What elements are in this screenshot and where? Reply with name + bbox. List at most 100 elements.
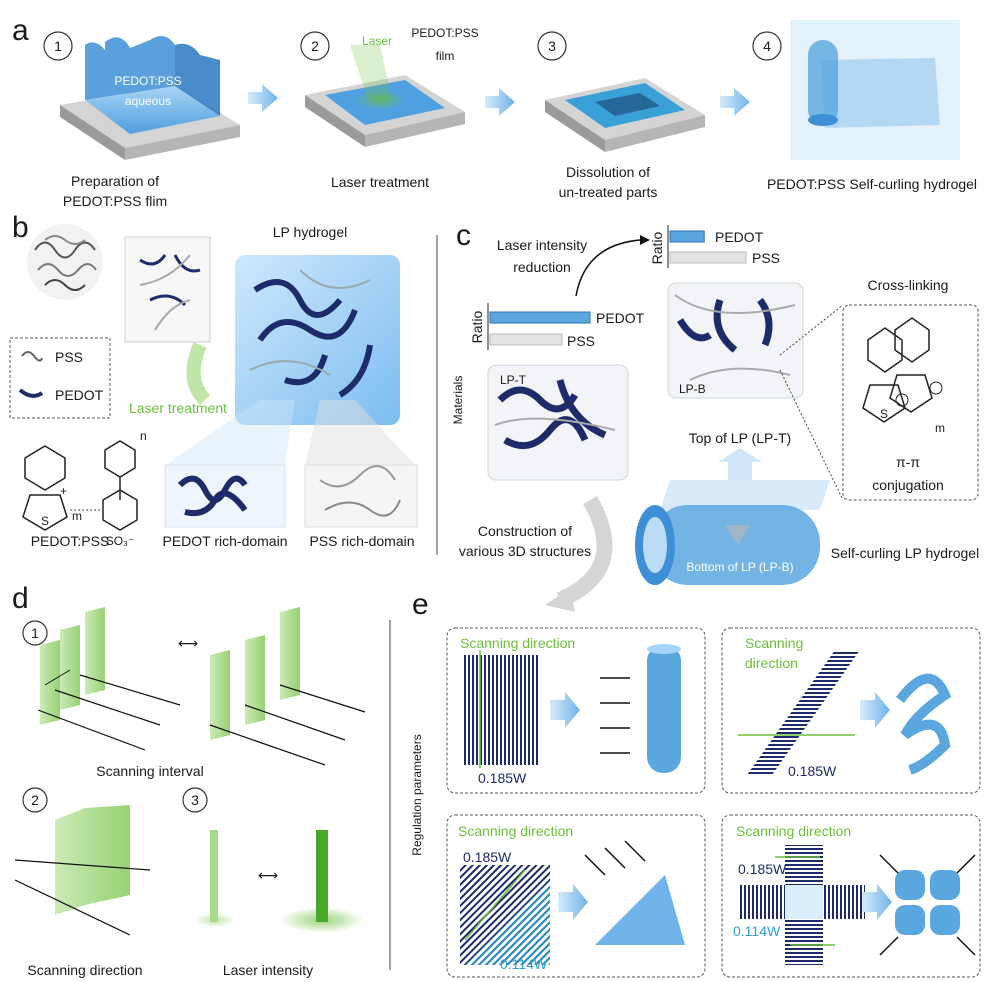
zoom-cone-left — [165, 400, 295, 465]
arrow-a-3 — [720, 88, 750, 116]
pss-rich-box — [304, 464, 418, 528]
pedotpss-s-label: S — [41, 514, 49, 528]
ratio-top-pss-label: PSS — [752, 250, 780, 266]
laser-intensity-line2: reduction — [513, 259, 571, 275]
pedotpss-plus-label: + — [60, 484, 67, 498]
e-box-3-power-hi: 0.185W — [463, 849, 512, 865]
ratio-bottom-pss-bar — [489, 333, 563, 346]
ratio-top-pedot-label: PEDOT — [715, 229, 764, 245]
intensity-beams — [195, 830, 364, 933]
materials-axis-label: Materials — [451, 376, 465, 425]
construction-line1: Construction of — [478, 523, 572, 539]
e-box-1-arrow — [550, 692, 580, 728]
e-box-4 — [721, 814, 981, 978]
e-box-3 — [446, 814, 706, 978]
top-arrow — [718, 448, 762, 480]
lp-hydrogel-title: LP hydrogel — [273, 224, 347, 240]
panel-letter-c: c — [456, 219, 471, 252]
zoom-line-1 — [779, 304, 844, 356]
direction-sheet — [14, 805, 151, 936]
d-number-2: 2 — [31, 792, 39, 808]
e-box-2-direction-line2: direction — [745, 655, 798, 671]
step-1-platform — [60, 36, 240, 160]
ratio-bottom-label: Ratio — [469, 310, 485, 343]
construction-arrowhead — [545, 588, 575, 612]
ratio-bottom-pss-label: PSS — [567, 333, 595, 349]
laser-treatment-label: Laser treatment — [129, 400, 227, 416]
step-1-badge — [43, 31, 73, 61]
step-1-inner-line2: aqueous — [125, 94, 171, 108]
step-1-caption-line2: PEDOT:PSS flim — [63, 193, 167, 209]
pedotpss-label: PEDOT:PSS — [31, 533, 110, 549]
step-4-caption: PEDOT:PSS Self-curling hydrogel — [767, 176, 977, 192]
legend-pedot-label: PEDOT — [55, 387, 104, 403]
step-4-badge — [752, 31, 782, 61]
interval-sheets-left — [37, 607, 181, 751]
e-box-1 — [446, 627, 706, 794]
step-2-platform — [305, 45, 465, 147]
cross-linking-s-label: S — [880, 407, 888, 421]
construction-arrow — [556, 496, 613, 608]
e-box-1-force-arrows — [600, 677, 630, 754]
zoom-chains-box — [124, 236, 211, 343]
e-box-2-arrow — [860, 692, 890, 728]
legend-pss-label: PSS — [55, 349, 83, 365]
panel-letter-d: d — [12, 582, 29, 615]
interval-sheets-right — [209, 607, 366, 766]
regulation-params-label: Regulation parameters — [410, 734, 424, 855]
step-3-number: 3 — [548, 38, 556, 54]
step-4-number: 4 — [763, 38, 771, 54]
e-box-3-fold — [595, 875, 685, 945]
pedotpss-structure — [22, 440, 138, 531]
step-3-platform — [545, 78, 705, 152]
d-badge-3 — [182, 787, 208, 813]
self-curling-label: Self-curling LP hydrogel — [831, 545, 979, 561]
scanning-interval-label: Scanning interval — [96, 763, 203, 779]
bottom-lp-label: Bottom of LP (LP-B) — [686, 560, 793, 574]
lpb-box — [667, 282, 804, 399]
e-box-2-pattern — [747, 650, 860, 775]
legend-box — [9, 337, 111, 419]
step-2-film-line1: PEDOT:PSS — [411, 26, 478, 40]
cross-linking-label: Cross-linking — [868, 277, 949, 293]
e-box-4-power-lo: 0.114W — [733, 923, 781, 939]
d-number-1: 1 — [31, 625, 39, 641]
cross-linking-structure — [862, 317, 943, 423]
lp-hydrogel-cube — [235, 255, 400, 425]
panel-letter-b: b — [12, 211, 29, 244]
lpt-box — [487, 364, 629, 481]
d-number-3: 3 — [191, 792, 199, 808]
d-badge-2 — [22, 787, 48, 813]
step-1-number: 1 — [54, 38, 62, 54]
step-2-number: 2 — [311, 38, 319, 54]
reduction-arrow — [575, 239, 641, 297]
reduction-arrowhead — [640, 235, 650, 245]
e-box-3-direction: Scanning direction — [458, 823, 573, 839]
e-box-1-power: 0.185W — [478, 770, 527, 786]
e-box-2-direction-line1: Scanning — [745, 635, 803, 651]
e-box-1-tube — [647, 644, 681, 773]
scanning-direction-label: Scanning direction — [27, 962, 142, 978]
e-box-1-pattern — [462, 655, 540, 765]
zoom-cone-right — [305, 400, 415, 465]
self-curling-cylinder — [635, 480, 830, 585]
pi-label-line1: π-π — [896, 454, 920, 470]
intensity-double-arrow: ⟷ — [258, 867, 278, 883]
laser-intensity-label: Laser intensity — [223, 962, 313, 978]
step-1-caption-line1: Preparation of — [71, 173, 159, 189]
pedotpss-so3-label: SO₃⁻ — [106, 534, 135, 548]
ratio-top-pss-bar — [669, 251, 747, 264]
ratio-bottom-pedot-bar — [489, 311, 591, 324]
pss-rich-label: PSS rich-domain — [309, 533, 414, 549]
interval-double-arrow: ⟷ — [178, 635, 198, 651]
legend-pss-icon — [21, 351, 43, 362]
lpt-label: LP-T — [500, 373, 527, 387]
e-box-3-power-lo: 0.114W — [500, 956, 548, 972]
step-4-image — [790, 20, 960, 160]
pss-pedot-mesh — [27, 224, 103, 300]
construction-line2: various 3D structures — [459, 543, 591, 559]
pedotpss-m-label: m — [72, 509, 82, 523]
ratio-bottom-pedot-label: PEDOT — [596, 310, 645, 326]
e-box-3-arrow — [558, 884, 588, 920]
